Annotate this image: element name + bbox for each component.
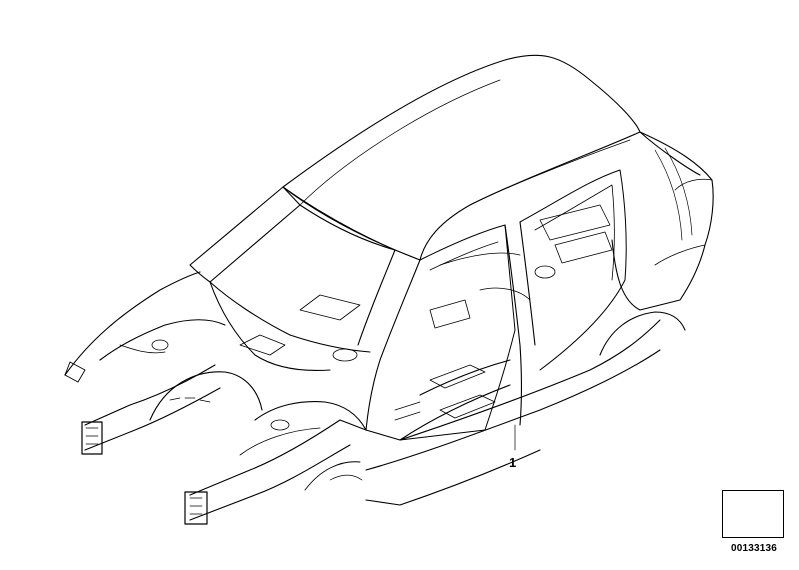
reference-icon-box: [722, 490, 784, 538]
reference-code: 00133136: [730, 543, 778, 554]
b-pillar: [504, 224, 523, 426]
rear-quarter: [611, 131, 714, 311]
side-sill: [365, 319, 661, 441]
firewall: [209, 281, 331, 371]
front-wheel-arch-left: [149, 371, 263, 421]
front-rail-right: [189, 419, 367, 496]
floor-pan: [399, 359, 511, 441]
strut-tower-right: [254, 401, 367, 431]
roof-panel: [282, 54, 641, 261]
front-apron-left: [64, 271, 201, 376]
part-callout-1[interactable]: 1: [509, 455, 517, 470]
windshield-frame: [189, 186, 301, 283]
rear-wheel-arch: [599, 311, 686, 356]
a-pillar: [365, 259, 421, 431]
front-rail-left: [84, 364, 216, 426]
